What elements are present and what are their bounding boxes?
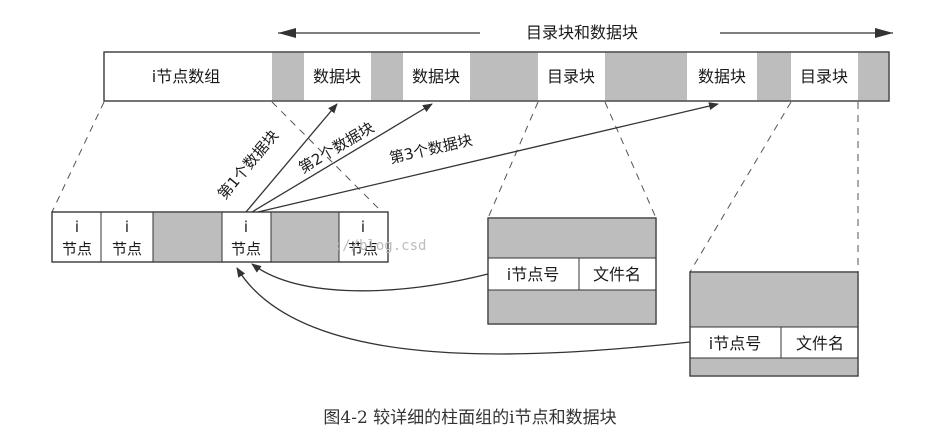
filename-label: 文件名 [593,265,641,284]
gray-block [488,218,656,258]
cylinder-group-row: i节点数组 数据块 数据块 目录块 数据块 目录块 [103,51,890,102]
inode-cell-top: i [125,218,129,236]
directory-block-2: i节点号 文件名 [689,271,859,377]
inode-row: i 节点 i 节点 i 节点 i 节点 [51,211,389,263]
back-pointers [236,263,691,355]
gray-block [371,52,403,101]
inode-cell-bottom: 节点 [231,240,261,258]
watermark-text: http://blog.csd [300,238,426,254]
inode-number-label: i节点号 [507,265,559,284]
data-block-label: 数据块 [412,67,460,86]
filename-label: 文件名 [796,334,844,353]
inode-cell-top: i [244,218,248,236]
inode-cell-top: i [361,218,365,236]
arrow-label-third: 第3个数据块 [388,131,474,168]
gray-block [858,52,889,101]
data-block-label: 数据块 [313,67,361,86]
back-pointer-arrow-2 [236,267,691,355]
gray-block [757,52,791,101]
inode-cell-top: i [75,218,79,236]
directory-block-label: 目录块 [800,67,848,86]
span-label: 目录块和数据块 [526,23,638,42]
block-pointers [245,102,719,213]
inode-array-label: i节点数组 [152,67,220,86]
figure-caption: 图4-2 较详细的柱面组的i节点和数据块 [323,408,616,428]
inode-number-label: i节点号 [709,334,761,353]
arrow-label-first: 第1个数据块 [214,127,282,203]
inode-cell-bottom: 节点 [112,240,142,258]
back-pointer-arrow-1 [251,263,489,292]
gray-block [690,358,858,376]
gray-block [605,52,687,101]
arrow-label-second: 第2个数据块 [296,118,378,177]
inode-cell-bottom: 节点 [62,240,92,258]
directory-block-label: 目录块 [547,67,595,86]
pointer-arrow-3 [257,102,719,213]
gray-block [153,212,222,262]
pointer-arrow-2 [251,103,433,213]
pointer-arrow-1 [245,103,338,213]
gray-block [690,272,858,327]
inode-cell-bottom: 节点 [348,240,378,258]
data-block-label: 数据块 [698,67,746,86]
gray-block [470,52,538,101]
zoom-guides [51,101,859,273]
gray-block [488,290,656,324]
directory-block-1: i节点号 文件名 [487,217,657,325]
gray-block [271,212,339,262]
gray-block [272,52,304,101]
span-arrow: 目录块和数据块 [278,23,893,42]
